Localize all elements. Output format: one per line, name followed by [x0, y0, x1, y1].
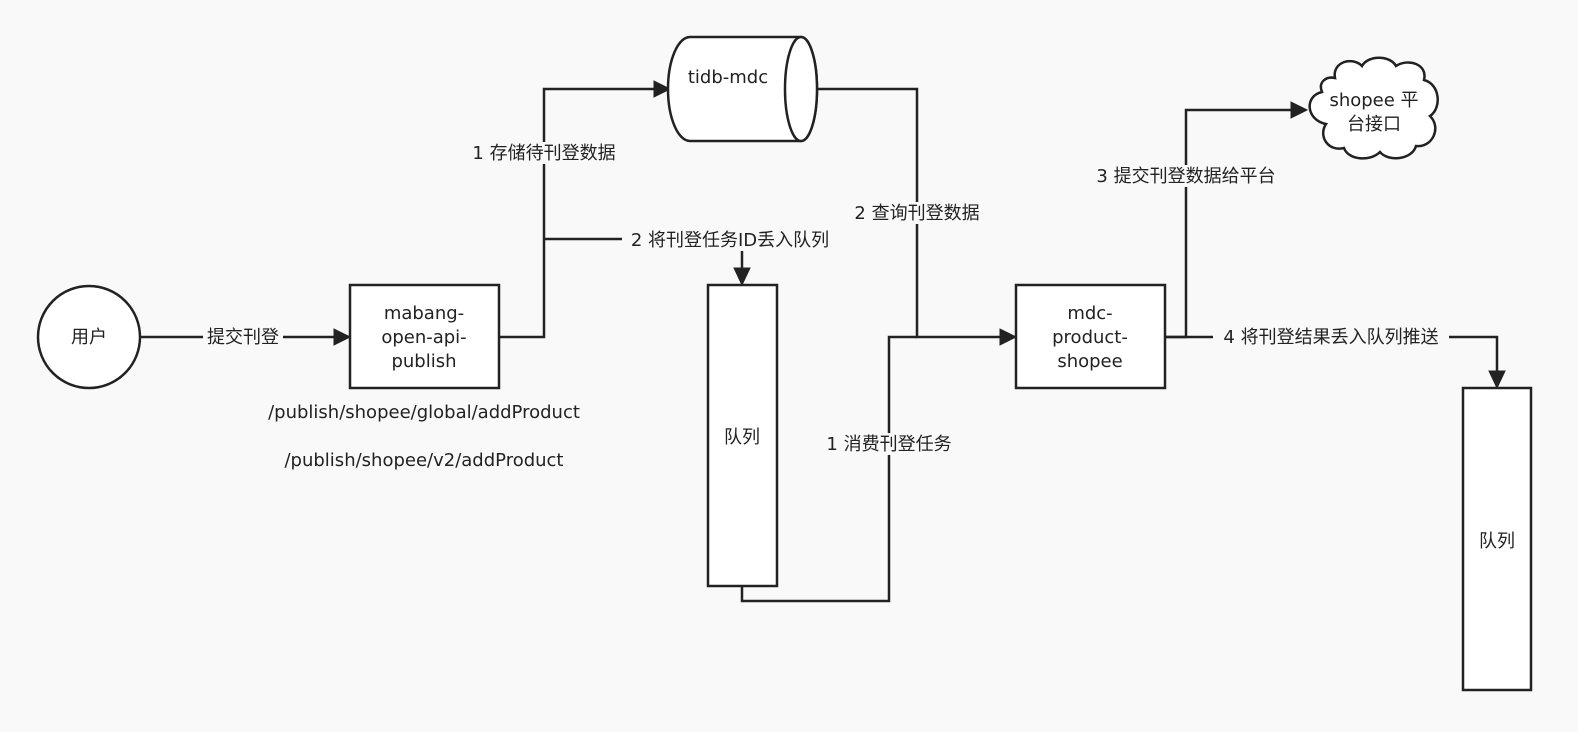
node-tidb-label: tidb-mdc — [688, 67, 768, 88]
edge-label-query: 2 查询刊登数据 — [848, 202, 986, 224]
node-user-label: 用户 — [71, 327, 107, 348]
edge-label-consume-text: 1 消费刊登任务 — [826, 434, 951, 455]
node-mdc-shopee-line-2: product- — [1052, 327, 1128, 348]
node-publish-service-line-1: mabang- — [384, 303, 464, 324]
node-mdc-shopee-line-1: mdc- — [1067, 303, 1112, 324]
edge-label-enqueue-task: 2 将刊登任务ID丢入队列 — [622, 229, 838, 251]
node-publish-service[interactable]: mabang- open-api- publish — [348, 283, 501, 390]
edge-label-enqueue-result: 4 将刊登结果丢入队列推送 — [1213, 326, 1449, 348]
edge-label-enqueue-result-text: 4 将刊登结果丢入队列推送 — [1223, 327, 1438, 348]
edge-submit-platform[interactable] — [1165, 101, 1309, 339]
edge-label-store: 1 存储待刊登数据 — [465, 142, 623, 164]
node-publish-service-line-3: publish — [391, 351, 456, 372]
edge-label-enqueue-task-text: 2 将刊登任务ID丢入队列 — [631, 230, 829, 251]
endpoint-v2-add-product: /publish/shopee/v2/addProduct — [284, 450, 563, 471]
node-shopee-cloud-line-1: shopee 平 — [1329, 90, 1418, 111]
edge-label-submit-platform-text: 3 提交刊登数据给平台 — [1096, 166, 1275, 187]
node-user[interactable]: 用户 — [36, 284, 142, 390]
edge-label-submit-platform: 3 提交刊登数据给平台 — [1088, 165, 1284, 187]
edge-label-submit: 提交刊登 — [203, 326, 283, 348]
node-publish-service-line-2: open-api- — [381, 327, 466, 348]
edge-label-store-text: 1 存储待刊登数据 — [472, 143, 615, 164]
node-queue-2-label: 队列 — [1479, 531, 1515, 552]
edge-label-submit-text: 提交刊登 — [207, 327, 279, 348]
node-queue-1-label: 队列 — [724, 427, 760, 448]
edge-label-consume: 1 消费刊登任务 — [820, 433, 958, 455]
node-queue-2[interactable]: 队列 — [1461, 386, 1533, 692]
node-mdc-product-shopee[interactable]: mdc- product- shopee — [1014, 283, 1167, 390]
node-shopee-cloud[interactable]: shopee 平 台接口 — [1308, 56, 1439, 160]
edge-store[interactable] — [499, 80, 672, 339]
cloud-icon — [1308, 56, 1439, 160]
node-tidb-database[interactable]: tidb-mdc — [666, 35, 819, 143]
node-mdc-shopee-line-3: shopee — [1057, 351, 1122, 372]
endpoint-global-add-product: /publish/shopee/global/addProduct — [268, 402, 580, 423]
edge-label-query-text: 2 查询刊登数据 — [854, 203, 979, 224]
node-queue-1[interactable]: 队列 — [706, 283, 779, 588]
node-shopee-cloud-line-2: 台接口 — [1347, 114, 1401, 135]
edge-consume[interactable] — [740, 335, 917, 603]
